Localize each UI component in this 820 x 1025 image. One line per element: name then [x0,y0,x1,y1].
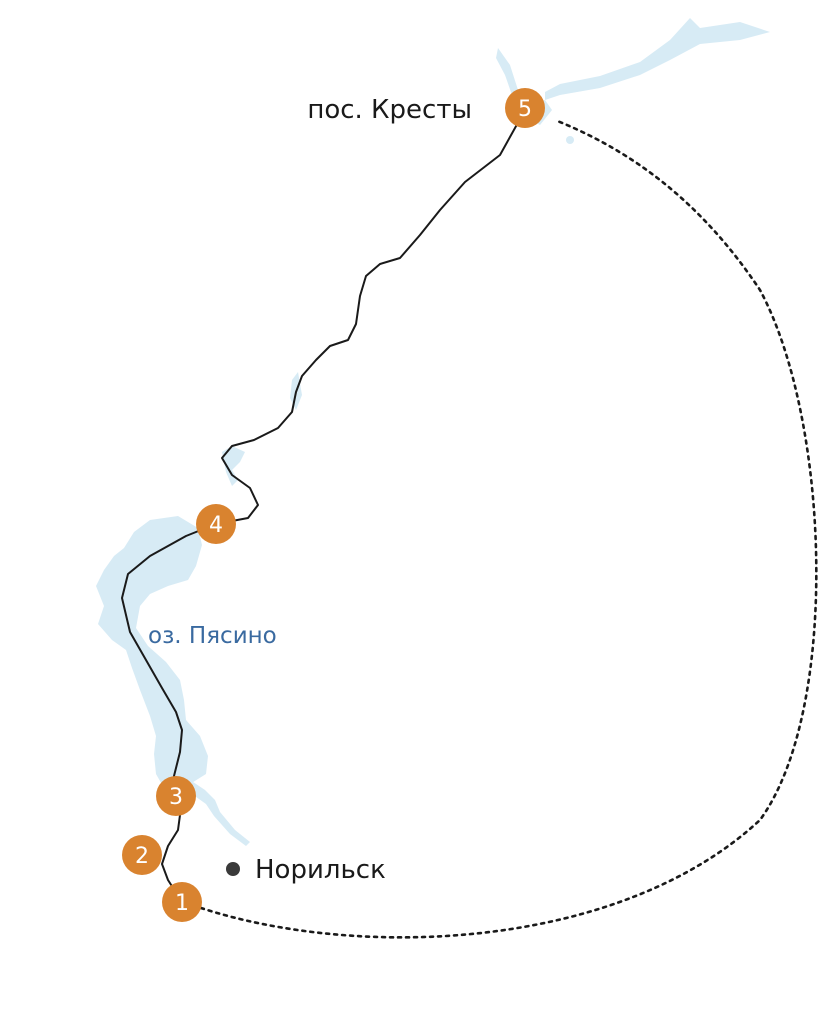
marker-circle [196,504,236,544]
river-norilskaya [190,780,250,846]
marker-circle [162,882,202,922]
settlement-label: пос. Кресты [307,95,472,125]
route-marker-1: 1 [162,882,202,922]
marker-circle [122,835,162,875]
city-label: Норильск [255,855,386,885]
city-dot [226,862,240,876]
route-line [121,109,526,903]
marker-number: 2 [135,844,149,869]
marker-circle [156,776,196,816]
route-marker-3: 3 [156,776,196,816]
route-marker-2: 2 [122,835,162,875]
river-pyasina-bend [222,446,245,486]
river-pyasina-branch [496,48,518,95]
marker-circle [505,88,545,128]
route-marker-5: 5 [505,88,545,128]
river-pyasina-mouth [545,18,770,100]
small-lake [566,136,574,144]
lake-pyasino [96,516,208,788]
return-route-dotted [199,118,818,939]
route-marker-4: 4 [196,504,236,544]
water-layer [96,18,770,846]
marker-number: 1 [175,891,189,916]
marker-number: 3 [169,785,183,810]
marker-number: 5 [518,97,532,122]
lake-label: оз. Пясино [148,623,277,649]
marker-number: 4 [209,513,223,538]
